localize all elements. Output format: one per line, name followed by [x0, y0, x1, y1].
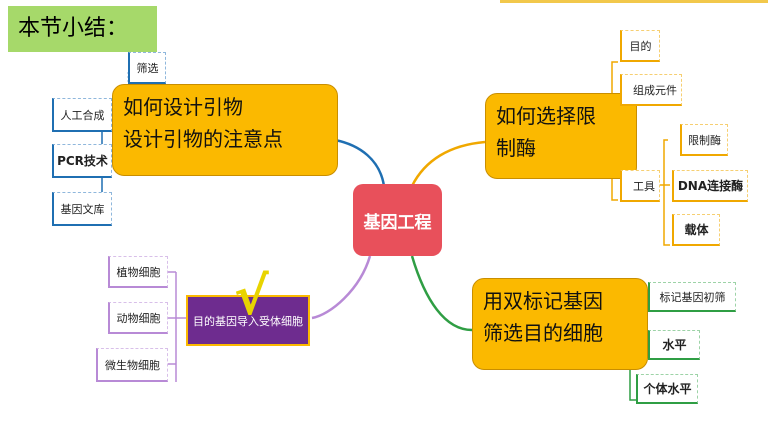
node-dual-marker-screening: 用双标记基因 筛选目的细胞 [472, 278, 648, 370]
leaf-restriction-enzyme: 限制酶 [680, 124, 728, 156]
leaf-artificial-synthesis: 人工合成 [52, 98, 112, 132]
leaf-tools: 工具 [620, 170, 660, 202]
leaf-screening: 筛选 [128, 52, 166, 84]
node-primer-design: 如何设计引物 设计引物的注意点 [112, 84, 338, 176]
leaf-dna-ligase: DNA连接酶 [672, 170, 748, 202]
leaf-plant-cell: 植物细胞 [108, 256, 168, 288]
connector-center-bottom-right [410, 255, 473, 332]
page-title: 本节小结： [8, 6, 157, 52]
check-mark-icon: √ [234, 267, 269, 327]
leaf-components: 组成元件 [620, 74, 682, 106]
leaf-animal-cell: 动物细胞 [108, 302, 168, 334]
leaf-pcr: PCR技术 [52, 144, 112, 178]
connector-center-top-right [410, 140, 486, 187]
leaf-microbial-cell: 微生物细胞 [96, 348, 168, 382]
leaf-individual-level: 个体水平 [636, 374, 698, 404]
leaf-molecular-level: 水平 [648, 330, 700, 360]
leaf-marker-prescreen: 标记基因初筛 [648, 282, 736, 312]
leaf-purpose: 目的 [620, 30, 660, 62]
connector-center-top-left [334, 138, 386, 187]
node-gene-introduction: 目的基因导入受体细胞 [186, 295, 310, 346]
node-restriction-enzyme: 如何选择限 制酶 [485, 93, 637, 179]
connector-center-bottom-left [311, 255, 372, 320]
leaf-vector: 载体 [672, 214, 720, 246]
leaf-gene-library: 基因文库 [52, 192, 112, 226]
top-accent-bar [500, 0, 768, 3]
center-node: 基因工程 [353, 184, 442, 256]
